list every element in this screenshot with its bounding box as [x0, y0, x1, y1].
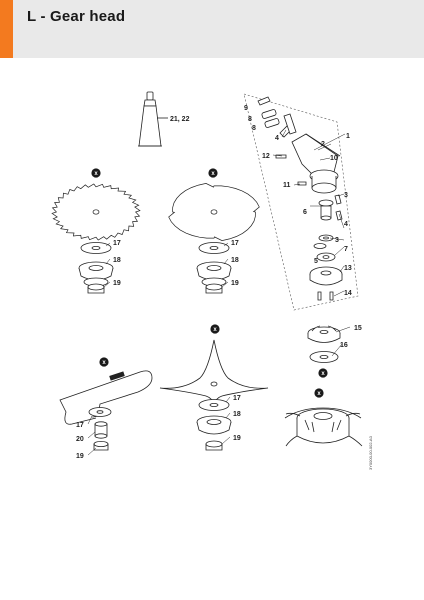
callout-5: 5	[314, 258, 318, 265]
callout-15: 15	[354, 325, 362, 332]
callout-17-left: 17	[113, 240, 121, 247]
callout-17-shredder: 17	[76, 422, 84, 429]
document-code: 3Y0000-00-002-A0	[368, 435, 373, 470]
leader-lines	[87, 129, 351, 456]
svg-text:x: x	[94, 171, 98, 177]
header-accent-bar	[0, 0, 13, 58]
callout-18-left: 18	[113, 257, 121, 264]
middle-mounting-stack	[196, 242, 232, 294]
gear-head-assembly	[257, 96, 343, 301]
marker-icon: x	[210, 324, 220, 334]
svg-text:x: x	[102, 360, 106, 366]
callout-10: 10	[330, 155, 338, 162]
svg-text:x: x	[317, 391, 321, 397]
three-tooth-blade	[159, 339, 269, 406]
callout-21-22: 21, 22	[170, 116, 190, 123]
callout-2: 2	[321, 141, 325, 148]
svg-text:x: x	[213, 327, 217, 333]
callout-12: 12	[262, 153, 270, 160]
callout-19-left: 19	[113, 280, 121, 287]
callout-3a: 3	[344, 192, 348, 199]
callout-18-three: 18	[233, 411, 241, 418]
callout-18-mid: 18	[231, 257, 239, 264]
callout-14: 14	[344, 290, 352, 297]
callout-13: 13	[344, 265, 352, 272]
callout-6: 6	[303, 209, 307, 216]
callout-17-mid: 17	[231, 240, 239, 247]
callout-19-three: 19	[233, 435, 241, 442]
marker-icon: x	[208, 168, 218, 178]
callout-20: 20	[76, 436, 84, 443]
brush-knife-blade	[168, 183, 260, 241]
callout-11: 11	[283, 182, 291, 189]
marker-icon: x	[318, 368, 328, 378]
three-tooth-stack	[196, 399, 232, 451]
shredder-blade	[59, 370, 153, 425]
callout-9: 9	[244, 105, 248, 112]
callout-4a: 4	[344, 221, 348, 228]
shredder-stack	[88, 407, 112, 451]
page-header: L - Gear head	[0, 0, 424, 58]
thrust-plate-15-16	[307, 325, 341, 363]
marker-icon: x	[91, 168, 101, 178]
svg-text:x: x	[321, 371, 325, 377]
gear-head-frame	[243, 93, 359, 311]
page-title: L - Gear head	[27, 8, 126, 25]
marker-icon: x	[99, 357, 109, 367]
callout-1: 1	[346, 133, 350, 140]
callout-8a: 8	[248, 116, 252, 123]
callout-7: 7	[344, 246, 348, 253]
svg-text:x: x	[211, 171, 215, 177]
marker-icon: x	[314, 388, 324, 398]
mowing-head	[284, 407, 363, 447]
callout-19-mid: 19	[231, 280, 239, 287]
saw-blade-left	[51, 183, 141, 241]
grease-tube	[138, 91, 168, 147]
callout-19-shredder: 19	[76, 453, 84, 460]
callout-3b: 3	[335, 237, 339, 244]
callout-17-three: 17	[233, 395, 241, 402]
callout-16: 16	[340, 342, 348, 349]
left-mounting-stack	[78, 242, 114, 294]
callout-4b: 4	[275, 135, 279, 142]
callout-8b: 8	[252, 125, 256, 132]
